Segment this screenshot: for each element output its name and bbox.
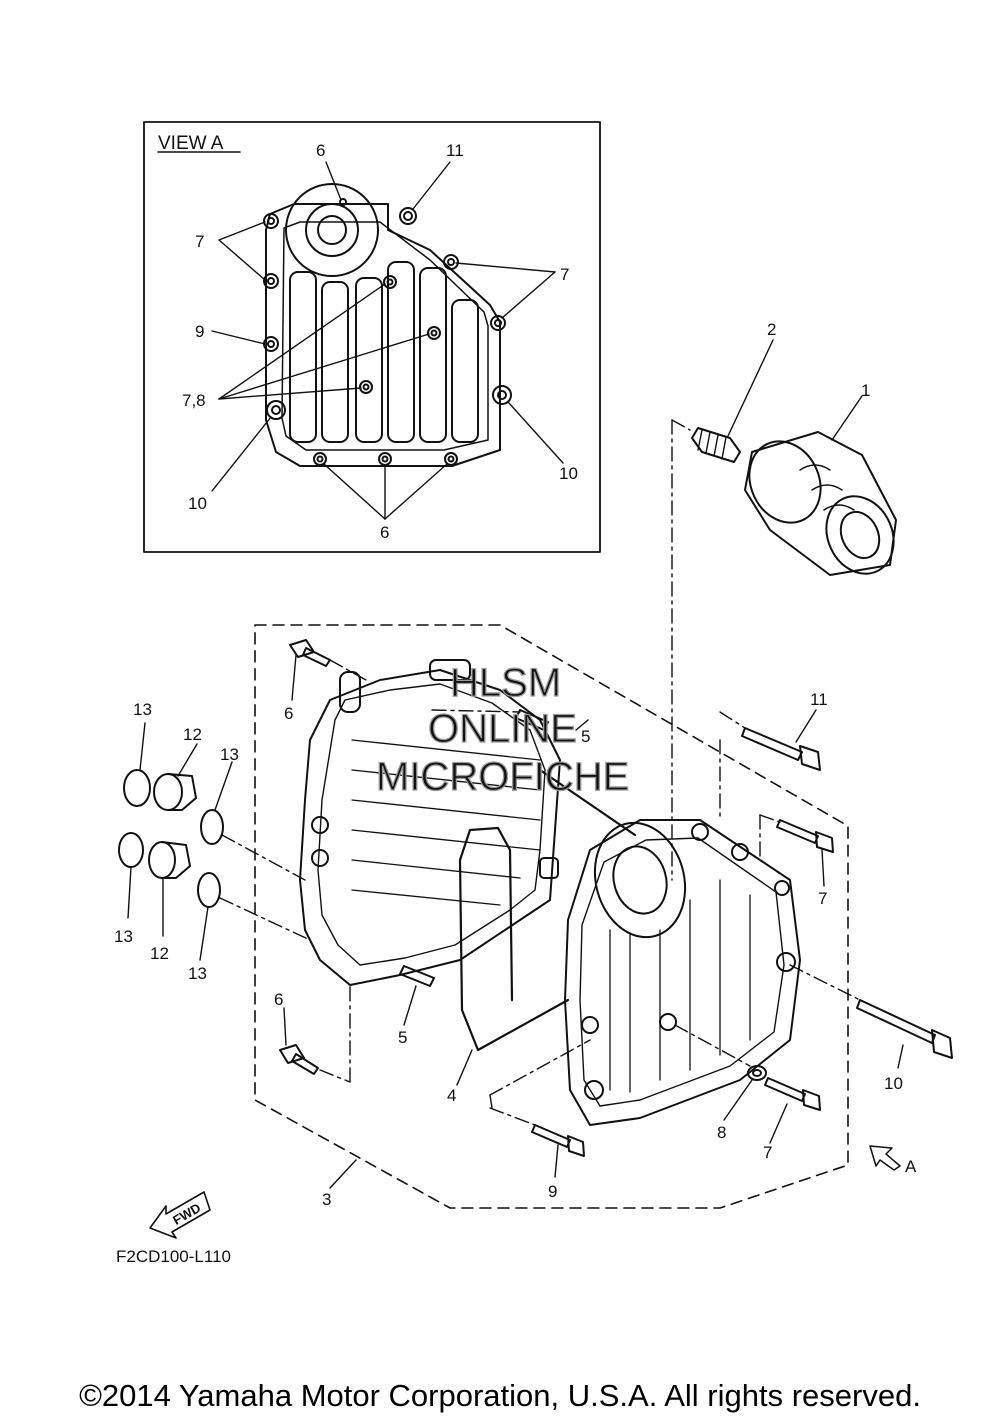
- callout-11: 11: [446, 141, 464, 160]
- oil-filter: [744, 431, 897, 576]
- callout-6: 6: [316, 141, 325, 160]
- callout-1: 1: [861, 381, 870, 400]
- callout-11: 11: [810, 690, 828, 709]
- filter-center-line: [671, 419, 691, 881]
- callout-10: 10: [188, 494, 207, 513]
- view-a-frame: [143, 121, 601, 553]
- callout-13: 13: [188, 964, 207, 983]
- view-a-arrow: [869, 1145, 901, 1171]
- callout-6: 6: [274, 990, 283, 1009]
- callout-5: 5: [398, 1028, 407, 1047]
- watermark-line-1: HLSM: [450, 661, 561, 705]
- callout-9: 9: [548, 1182, 557, 1201]
- callout-10: 10: [884, 1074, 903, 1093]
- callout-7: 7: [195, 232, 204, 251]
- callout-7: 7: [560, 265, 569, 284]
- callout-7: 7: [818, 889, 827, 908]
- callout-13: 13: [114, 927, 133, 946]
- callout-7-8: 7,8: [182, 391, 206, 410]
- callout-9: 9: [195, 322, 204, 341]
- fwd-arrow: [149, 1191, 211, 1239]
- view-a-cover-outline: [265, 183, 501, 467]
- view-a-bolt-holes: [263, 207, 512, 466]
- callout-2: 2: [767, 320, 776, 339]
- callout-7: 7: [763, 1143, 772, 1162]
- callout-12: 12: [150, 944, 169, 963]
- view-a-leader-lines: [211, 161, 564, 520]
- callout-13: 13: [133, 700, 152, 719]
- crankcase-cover: [299, 659, 561, 986]
- main-leader-lines: [127, 339, 904, 1189]
- callout-10: 10: [559, 464, 578, 483]
- dowel-pins: [399, 709, 549, 987]
- assembly-boundary: [254, 624, 849, 1209]
- callout-8: 8: [717, 1123, 726, 1142]
- watermark-line-3: MICROFICHE: [376, 755, 629, 799]
- callout-5: 5: [581, 727, 590, 746]
- connection-lines: [219, 659, 861, 1126]
- callout-3: 3: [322, 1190, 331, 1209]
- callout-6: 6: [380, 523, 389, 542]
- filter-cover: [564, 819, 801, 1126]
- watermark-line-2: ONLINE: [428, 707, 577, 751]
- drawing-code: F2CD100-L110: [116, 1247, 231, 1266]
- filter-stud: [691, 427, 741, 463]
- callout-12: 12: [183, 725, 202, 744]
- view-a-label: VIEW A: [158, 133, 224, 154]
- parts-diagram: VIEW A 6 11 7 7 9 7,8 10 10 6 2 1 6 5 11…: [114, 121, 953, 1266]
- collars-and-o-rings: [118, 769, 224, 908]
- gasket: [458, 768, 637, 1052]
- callout-a: A: [905, 1157, 917, 1176]
- callout-6: 6: [284, 704, 293, 723]
- copyright-notice: ©2014 Yamaha Motor Corporation, U.S.A. A…: [79, 1378, 921, 1413]
- callout-4: 4: [447, 1086, 456, 1105]
- bolts: [279, 639, 953, 1157]
- callout-13: 13: [220, 745, 239, 764]
